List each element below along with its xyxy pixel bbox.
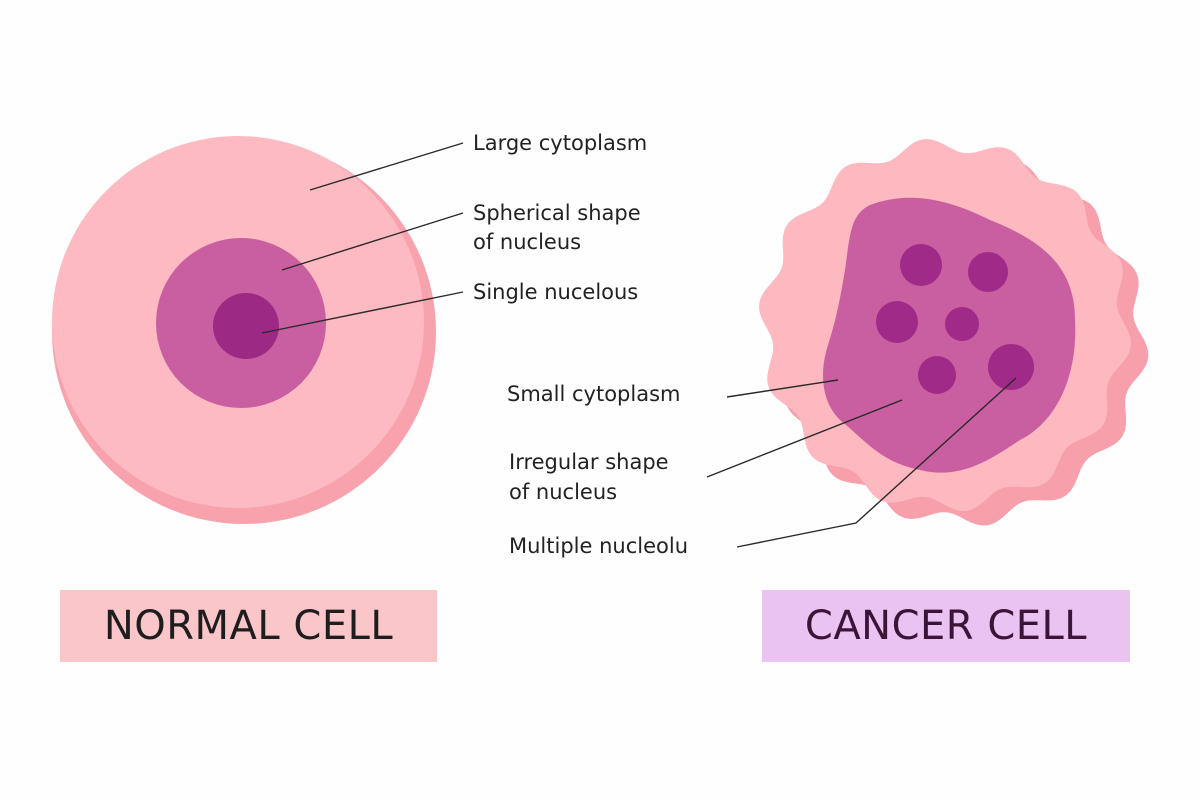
nucleolus — [918, 356, 956, 394]
cancer-cell — [759, 139, 1149, 526]
nucleolus — [988, 344, 1034, 390]
label-irregular-shape: Irregular shape — [509, 450, 669, 474]
normal-cell-title-box: NORMAL CELL — [60, 590, 437, 662]
label-large-cytoplasm: Large cytoplasm — [473, 131, 648, 155]
label-multiple-nucleoli: Multiple nucleolu — [509, 534, 689, 558]
label-of-nucleus-2: of nucleus — [509, 480, 618, 504]
leader-large-cytoplasm — [309, 142, 464, 191]
leader-small-cytoplasm — [726, 379, 839, 398]
leader-single-nucleolus — [261, 291, 464, 334]
cancer-cell-title: CANCER CELL — [804, 603, 1088, 649]
cancer-cell-title-box: CANCER CELL — [762, 590, 1130, 662]
leader-multiple-nucleoli — [736, 377, 1017, 548]
label-of-nucleus: of nucleus — [473, 230, 582, 254]
nucleolus — [945, 307, 979, 341]
label-small-cytoplasm: Small cytoplasm — [507, 382, 681, 406]
label-spherical-shape: Spherical shape — [473, 201, 641, 225]
label-single-nucleolus: Single nucelous — [473, 280, 639, 304]
normal-cell — [52, 136, 436, 524]
nucleolus — [968, 252, 1008, 292]
nucleolus — [900, 244, 942, 286]
cancer-nucleus — [823, 197, 1076, 473]
normal-nucleolus — [213, 293, 279, 359]
leader-lines — [261, 142, 1017, 548]
normal-cell-title: NORMAL CELL — [103, 603, 394, 649]
leader-spherical-nucleus — [281, 212, 464, 271]
nucleoli — [876, 244, 1034, 394]
nucleolus — [876, 301, 918, 343]
leader-irregular-nucleus — [706, 399, 903, 478]
